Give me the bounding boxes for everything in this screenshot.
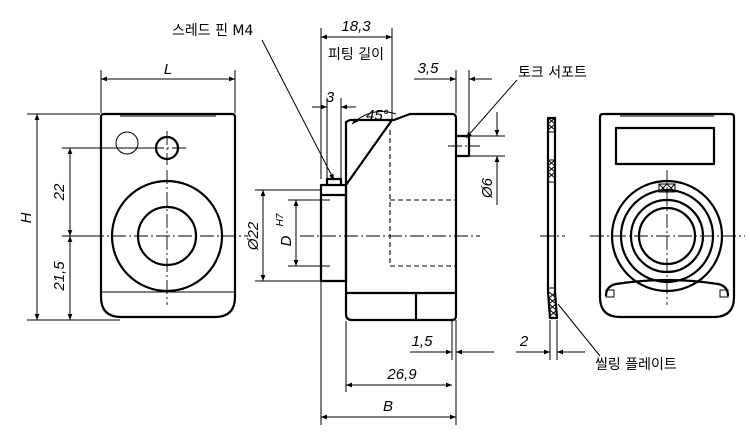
dim-diameter-6: Ø6 [470, 112, 505, 205]
sealing-plate-view [540, 116, 565, 320]
thread-pin-callout: 스레드 핀 M4 [172, 23, 335, 181]
side-view [300, 112, 480, 322]
dim-3_5-text: 3,5 [418, 60, 440, 77]
dim-18_3-text: 18,3 [341, 18, 371, 35]
label-fitting-length: 피팅 길이 [328, 47, 384, 63]
side-view-collar [319, 183, 348, 283]
back-view-base-notch-left [605, 289, 615, 298]
side-view-body [344, 112, 458, 322]
back-view-pin-cross [658, 183, 676, 193]
back-view-window [614, 126, 716, 166]
dim-diameter-22-text: Ø22 [245, 221, 262, 251]
dim-45-text: 45° [366, 107, 389, 124]
dim-22-21_5: 22 21,5 [51, 147, 150, 320]
dim-21_5-text: 21,5 [51, 261, 68, 292]
dim-H7-text: H7 [275, 213, 286, 226]
dim-3_5: 3,5 [414, 60, 492, 135]
dim-3: 3 [312, 89, 356, 178]
front-view-outline [99, 112, 237, 319]
dim-diameter-22: Ø22 [245, 189, 320, 282]
front-view [90, 112, 248, 319]
dim-B-text: B [383, 398, 393, 415]
dim-B: B [320, 282, 457, 425]
hatch-2 [547, 159, 556, 179]
label-thread-pin: 스레드 핀 M4 [172, 23, 253, 39]
torque-support-callout: 토크 서포트 [465, 65, 587, 139]
front-view-small-hole [115, 131, 139, 155]
label-sealing-plate: 씰링 플레이트 [595, 357, 677, 373]
dim-22-text: 22 [51, 183, 68, 201]
dim-3-text: 3 [326, 89, 335, 106]
dim-1_5-text: 1,5 [412, 333, 434, 350]
dim-diameter-6-text: Ø6 [479, 177, 496, 199]
dim-45: 45° [351, 107, 397, 125]
dim-1_5: 1,5 [410, 320, 494, 360]
dim-L-text: L [164, 61, 172, 78]
dim-18_3: 18,3 피팅 길이 [320, 18, 393, 179]
dim-D-H7: D H7 [275, 199, 330, 267]
side-view-torque-pin [456, 134, 471, 158]
back-view-base-notch-right [719, 289, 729, 298]
back-view [590, 112, 745, 319]
hatch-1 [547, 117, 556, 131]
dim-2: 2 [516, 320, 585, 360]
label-torque-support: 토크 서포트 [518, 65, 587, 81]
sealing-plate-callout: 씰링 플레이트 [557, 303, 677, 373]
dim-L: L [100, 61, 236, 113]
dim-26_9: 26,9 [345, 321, 452, 392]
dim-26_9-text: 26,9 [386, 366, 417, 383]
dim-D-text: D [278, 235, 295, 246]
back-view-outline [598, 112, 736, 319]
dim-H-text: H [18, 212, 35, 223]
side-view-hub [345, 119, 393, 186]
dim-H: H [18, 113, 120, 321]
side-view-hub-chamfer [344, 185, 456, 295]
hatch-3 [548, 291, 558, 317]
dim-2-text: 2 [519, 333, 529, 350]
